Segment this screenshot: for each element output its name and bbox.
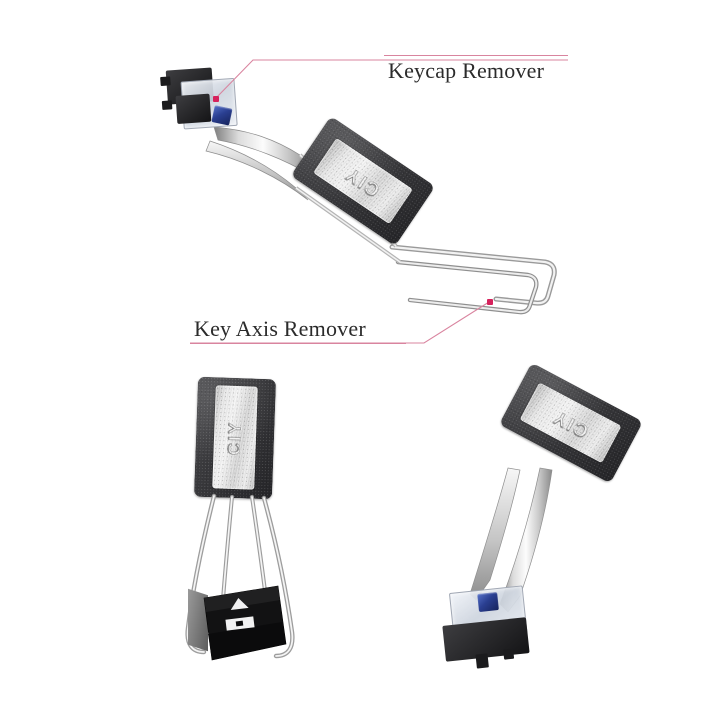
key-axis-callout-dot bbox=[487, 299, 493, 305]
switch-pin-right bbox=[161, 100, 173, 110]
keycap-glyph-up-arrow bbox=[229, 596, 249, 611]
brand-logo-main: CIY bbox=[341, 162, 385, 201]
switch-base-lower bbox=[175, 93, 212, 124]
keycap-callout-dot bbox=[213, 96, 219, 102]
brand-inset-panel-main: CIY bbox=[313, 137, 413, 225]
keycap-label-underline bbox=[384, 55, 568, 56]
tool-handle-bottom-left: CIY bbox=[193, 376, 277, 500]
keycap-glyph-bar-notch bbox=[235, 620, 244, 627]
keycap-remover-label: Keycap Remover bbox=[388, 58, 545, 83]
switch-pin-center-br bbox=[475, 653, 489, 669]
brand-logo-bottom-right: CIY bbox=[548, 405, 592, 442]
key-axis-label-underline bbox=[190, 343, 406, 344]
switch-stem-blue-br bbox=[477, 592, 499, 613]
key-axis-remover-label: Key Axis Remover bbox=[194, 316, 366, 341]
mechanical-switch-main bbox=[157, 57, 253, 148]
keycap-shift bbox=[186, 578, 296, 668]
brand-inset-panel-bottom-right: CIY bbox=[519, 382, 622, 464]
brand-logo-bottom-left: CIY bbox=[224, 419, 245, 455]
switch-pin-left bbox=[160, 76, 171, 87]
switch-pin-side-br bbox=[503, 648, 515, 660]
brand-inset-panel-bottom-left: CIY bbox=[212, 385, 258, 490]
tool-handle-bottom-right: CIY bbox=[498, 362, 644, 484]
switch-stem-blue bbox=[211, 105, 233, 126]
tool-handle-main: CIY bbox=[290, 115, 436, 247]
mechanical-switch-bottom-right bbox=[431, 579, 550, 680]
